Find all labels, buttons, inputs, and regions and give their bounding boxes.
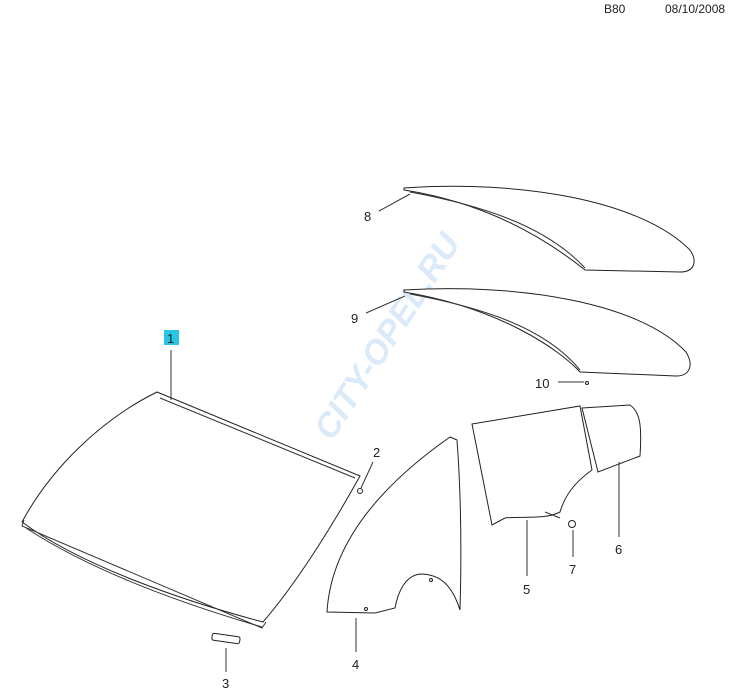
part-3-clip[interactable]	[211, 632, 241, 645]
leader-lines	[170, 193, 620, 672]
watermark: CITY-OPEL.RU	[307, 225, 469, 446]
part-9-roof-glass[interactable]	[403, 288, 691, 377]
callout-5[interactable]: 5	[523, 582, 530, 597]
callout-7[interactable]: 7	[569, 562, 576, 577]
callout-2[interactable]: 2	[373, 445, 380, 460]
callout-6[interactable]: 6	[615, 542, 622, 557]
callout-9[interactable]: 9	[351, 311, 358, 326]
part-10-fastener[interactable]	[585, 381, 589, 385]
callout-1-highlight	[164, 330, 179, 345]
part-6-quarter-glass[interactable]	[581, 404, 642, 473]
callout-4[interactable]: 4	[352, 657, 359, 672]
callout-3[interactable]: 3	[222, 676, 229, 690]
model-code: B80	[604, 2, 626, 16]
callout-10[interactable]: 10	[535, 376, 549, 391]
part-7-nut[interactable]	[568, 520, 576, 528]
part-4-front-door-glass[interactable]	[326, 436, 462, 614]
part-1-windshield[interactable]	[21, 391, 361, 629]
part-5-rear-door-glass[interactable]	[471, 405, 593, 526]
part-2-stud[interactable]	[357, 488, 363, 494]
callout-1[interactable]: 1	[167, 331, 174, 346]
part-8-roof-glass[interactable]	[403, 185, 695, 273]
callout-8[interactable]: 8	[364, 209, 371, 224]
diagram-date: 08/10/2008	[665, 2, 726, 16]
